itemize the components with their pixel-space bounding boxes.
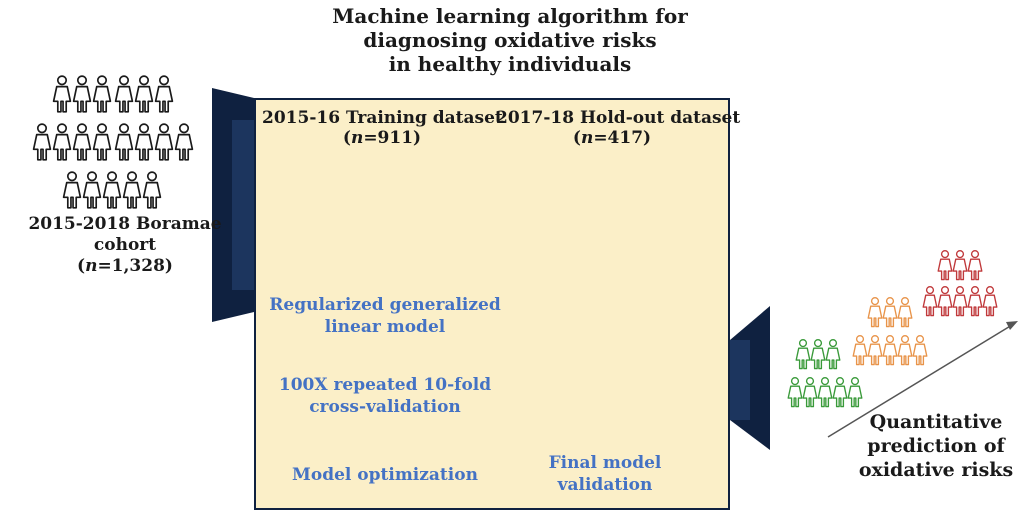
mid-risk-people-icon [852, 297, 928, 366]
step-cross-validation: 100X repeated 10-fold cross-validation [278, 375, 492, 417]
person-figure-icon [52, 75, 72, 113]
person-figure-icon [134, 123, 154, 161]
cohort-label: 2015-2018 Boramae cohort (n=1,328) [0, 214, 250, 277]
person-figure-icon [795, 339, 811, 370]
diagram-title: Machine learning algorithm for diagnosin… [332, 4, 688, 76]
person-figure-icon [142, 171, 162, 209]
input-speaker-shape [212, 88, 254, 322]
person-figure-icon [72, 75, 92, 113]
person-figure-icon [82, 171, 102, 209]
person-figure-icon [102, 171, 122, 209]
person-figure-icon [817, 377, 833, 408]
person-figure-icon [982, 286, 998, 317]
person-figure-icon [114, 123, 134, 161]
step-final-validation: Final model validation [548, 453, 662, 495]
trend-arrow [827, 321, 1018, 438]
person-figure-icon [882, 335, 898, 366]
person-figure-icon [154, 75, 174, 113]
person-figure-icon [174, 123, 194, 161]
person-figure-icon [967, 286, 983, 317]
person-figure-icon [832, 377, 848, 408]
person-figure-icon [114, 75, 134, 113]
person-figure-icon [62, 171, 82, 209]
high-risk-people-icon [922, 250, 998, 317]
person-figure-icon [922, 286, 938, 317]
person-figure-icon [810, 339, 826, 370]
training-n: (n=911) [342, 128, 422, 148]
person-figure-icon [937, 286, 953, 317]
cohort-people-icon [32, 75, 194, 209]
person-figure-icon [802, 377, 818, 408]
low-risk-people-icon [787, 339, 863, 408]
person-figure-icon [852, 335, 868, 366]
person-figure-icon [897, 335, 913, 366]
person-figure-icon [825, 339, 841, 370]
person-figure-icon [952, 286, 968, 317]
person-figure-icon [787, 377, 803, 408]
holdout-n: (n=417) [572, 128, 652, 148]
person-figure-icon [72, 123, 92, 161]
person-figure-icon [52, 123, 72, 161]
person-figure-icon [882, 297, 898, 328]
person-figure-icon [134, 75, 154, 113]
step-model-optimization: Model optimization [292, 465, 478, 485]
cohort-n: (n=1,328) [77, 256, 173, 276]
holdout-dataset-label: 2017-18 Hold-out dataset (n=417) [496, 108, 741, 148]
person-figure-icon [122, 171, 142, 209]
person-figure-icon [897, 297, 913, 328]
person-figure-icon [847, 377, 863, 408]
prediction-label: Quantitative prediction of oxidative ris… [858, 411, 1014, 481]
workflow-box [254, 98, 730, 510]
person-figure-icon [92, 75, 112, 113]
person-figure-icon [867, 335, 883, 366]
person-figure-icon [967, 250, 983, 281]
person-figure-icon [912, 335, 928, 366]
person-figure-icon [154, 123, 174, 161]
person-figure-icon [32, 123, 52, 161]
output-speaker-shape [730, 306, 770, 450]
step-glm: Regularized generalized linear model [269, 295, 501, 337]
training-dataset-label: 2015-16 Training dataset (n=911) [262, 108, 503, 148]
person-figure-icon [867, 297, 883, 328]
person-figure-icon [952, 250, 968, 281]
person-figure-icon [937, 250, 953, 281]
person-figure-icon [92, 123, 112, 161]
